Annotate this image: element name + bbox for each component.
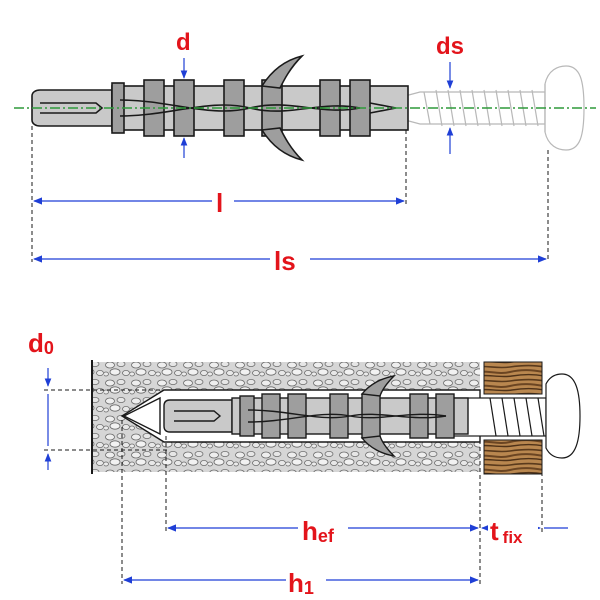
installed-section <box>91 360 581 475</box>
label-l: l <box>216 188 223 218</box>
top-extension-lines <box>31 126 549 262</box>
dimension-hef: hef <box>167 510 479 546</box>
dimension-ds: ds <box>436 33 464 154</box>
top-anchor-group <box>14 54 596 162</box>
screw-icon <box>404 65 585 151</box>
fixture-wood <box>483 361 543 475</box>
dimension-l: l <box>33 188 405 218</box>
installed-screw-icon <box>451 373 581 459</box>
label-ls: ls <box>274 246 296 276</box>
dimension-d: d <box>176 29 191 158</box>
label-d: d <box>176 29 191 56</box>
label-h1: h1 <box>288 568 314 598</box>
label-d0: d0 <box>28 328 54 358</box>
dimension-h1: h1 <box>123 562 479 598</box>
bottom-extension-lines <box>121 420 543 584</box>
dimension-d0: d0 <box>28 328 170 470</box>
dimension-ls: ls <box>33 244 547 276</box>
label-hef: hef <box>302 516 335 546</box>
installed-anchor-icon <box>122 374 469 458</box>
label-ds: ds <box>436 33 464 60</box>
